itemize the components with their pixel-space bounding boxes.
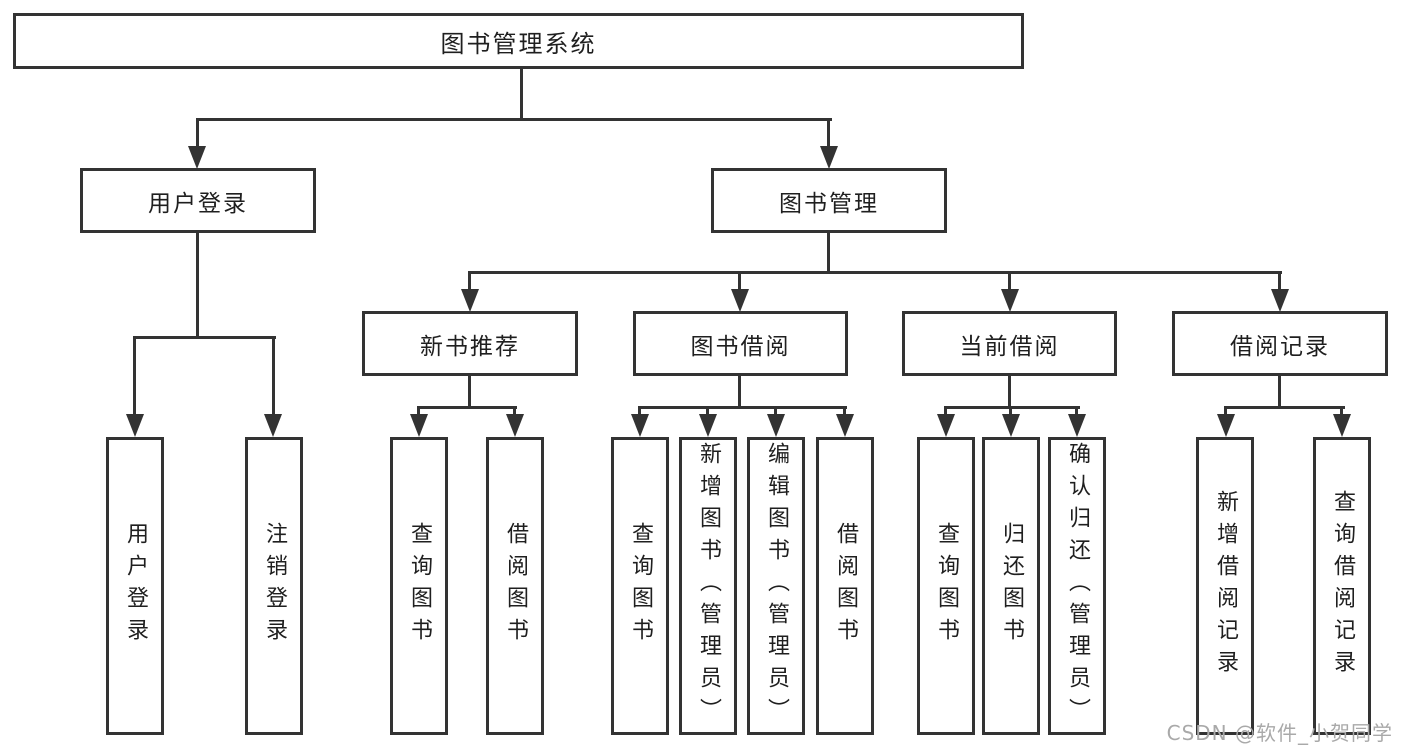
leaf-add-books-admin-label: 新增图书（管理员） xyxy=(696,442,721,730)
leaf-logout-label: 注销登录 xyxy=(262,522,287,650)
connector-books-rail xyxy=(468,271,1282,274)
connector-drop xyxy=(1075,406,1078,416)
connector-drop xyxy=(513,406,516,416)
arrowhead xyxy=(461,289,479,312)
connector-drop xyxy=(706,406,709,416)
leaf-add-borrow-record: 新增借阅记录 xyxy=(1196,437,1254,735)
leaf-return-books: 归还图书 xyxy=(982,437,1040,735)
arrowhead xyxy=(506,414,524,437)
leaf-add-borrow-record-label: 新增借阅记录 xyxy=(1213,490,1238,682)
connector-user-stem xyxy=(196,233,199,336)
connector-g1-rail xyxy=(638,406,847,409)
node-user-login-label: 用户登录 xyxy=(148,190,248,217)
connector-g1-stem xyxy=(738,376,741,406)
arrowhead xyxy=(1002,414,1020,437)
leaf-add-books-admin: 新增图书（管理员） xyxy=(679,437,737,735)
leaf-query-borrow-record-label: 查询借阅记录 xyxy=(1330,490,1355,682)
connector-root-stem xyxy=(520,68,523,118)
node-root: 图书管理系统 xyxy=(13,13,1024,69)
connector-drop xyxy=(738,271,741,291)
connector-drop xyxy=(272,336,275,414)
arrowhead xyxy=(1068,414,1086,437)
arrowhead xyxy=(699,414,717,437)
node-book-management: 图书管理 xyxy=(711,168,947,233)
connector-drop-books xyxy=(827,118,830,148)
node-borrow-record: 借阅记录 xyxy=(1172,311,1388,376)
leaf-return-books-label: 归还图书 xyxy=(999,522,1024,650)
arrowhead xyxy=(410,414,428,437)
leaf-confirm-return-admin-label: 确认归还（管理员） xyxy=(1065,442,1090,730)
node-current-borrow: 当前借阅 xyxy=(902,311,1117,376)
node-book-borrow: 图书借阅 xyxy=(633,311,848,376)
arrowhead xyxy=(820,146,838,169)
connector-drop xyxy=(944,406,947,416)
node-book-management-label: 图书管理 xyxy=(779,190,879,217)
leaf-query-books-current: 查询图书 xyxy=(917,437,975,735)
leaf-query-books-recommend: 查询图书 xyxy=(390,437,448,735)
leaf-borrow-books-recommend-label: 借阅图书 xyxy=(503,522,528,650)
node-user-login: 用户登录 xyxy=(80,168,316,233)
connector-books-stem xyxy=(827,233,830,271)
connector-drop xyxy=(774,406,777,416)
connector-drop xyxy=(468,271,471,291)
leaf-edit-books-admin: 编辑图书（管理员） xyxy=(747,437,805,735)
connector-drop xyxy=(638,406,641,416)
node-root-label: 图书管理系统 xyxy=(440,29,597,58)
arrowhead xyxy=(731,289,749,312)
arrowhead xyxy=(1271,289,1289,312)
node-book-borrow-label: 图书借阅 xyxy=(690,333,791,360)
leaf-query-books-recommend-label: 查询图书 xyxy=(407,522,432,650)
arrowhead xyxy=(836,414,854,437)
connector-drop xyxy=(843,406,846,416)
leaf-query-books-borrow: 查询图书 xyxy=(611,437,669,735)
leaf-query-books-current-label: 查询图书 xyxy=(934,522,959,650)
leaf-user-login: 用户登录 xyxy=(106,437,164,735)
leaf-query-borrow-record: 查询借阅记录 xyxy=(1313,437,1371,735)
connector-drop xyxy=(1340,406,1343,416)
leaf-borrow-books: 借阅图书 xyxy=(816,437,874,735)
leaf-query-books-borrow-label: 查询图书 xyxy=(628,522,653,650)
node-new-book-recommend: 新书推荐 xyxy=(362,311,578,376)
arrowhead xyxy=(188,146,206,169)
arrowhead xyxy=(1217,414,1235,437)
connector-g3-rail xyxy=(1224,406,1345,409)
connector-drop xyxy=(133,336,136,414)
arrowhead xyxy=(631,414,649,437)
arrowhead xyxy=(937,414,955,437)
leaf-confirm-return-admin: 确认归还（管理员） xyxy=(1048,437,1106,735)
connector-drop xyxy=(1009,406,1012,416)
arrowhead xyxy=(1333,414,1351,437)
node-current-borrow-label: 当前借阅 xyxy=(959,333,1060,360)
node-borrow-record-label: 借阅记录 xyxy=(1230,333,1330,360)
leaf-borrow-books-label: 借阅图书 xyxy=(833,522,858,650)
leaf-user-login-label: 用户登录 xyxy=(123,522,148,650)
connector-drop xyxy=(417,406,420,416)
arrowhead xyxy=(126,414,144,437)
connector-drop xyxy=(1278,271,1281,291)
connector-drop-user xyxy=(196,118,199,148)
connector-g2-rail xyxy=(944,406,1080,409)
arrowhead xyxy=(1001,289,1019,312)
connector-root-rail xyxy=(196,118,832,121)
leaf-logout: 注销登录 xyxy=(245,437,303,735)
watermark: CSDN @软件_小贺同学 xyxy=(1166,721,1393,745)
leaf-borrow-books-recommend: 借阅图书 xyxy=(486,437,544,735)
connector-user-rail xyxy=(134,336,276,339)
connector-drop xyxy=(1224,406,1227,416)
leaf-edit-books-admin-label: 编辑图书（管理员） xyxy=(764,442,789,730)
connector-g0-rail xyxy=(417,406,517,409)
connector-g0-stem xyxy=(468,376,471,406)
connector-g2-stem xyxy=(1008,376,1011,406)
connector-g3-stem xyxy=(1278,376,1281,406)
arrowhead xyxy=(264,414,282,437)
arrowhead xyxy=(767,414,785,437)
node-new-book-recommend-label: 新书推荐 xyxy=(420,333,520,360)
connector-drop xyxy=(1008,271,1011,291)
